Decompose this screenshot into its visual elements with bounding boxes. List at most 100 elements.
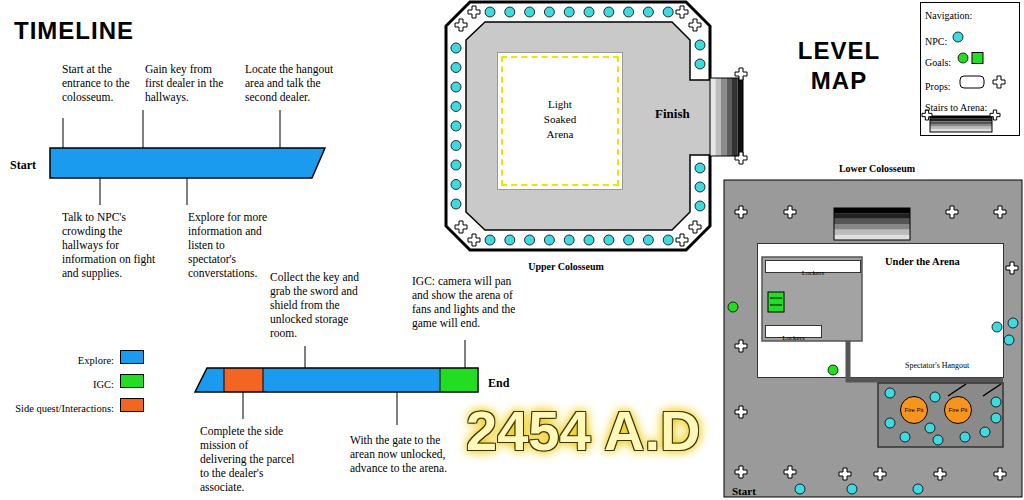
- legend-text: Stairs to Arena:: [925, 102, 987, 114]
- npc-marker: [505, 235, 515, 245]
- arena-stairs-step: [732, 78, 738, 156]
- npc-marker: [451, 199, 461, 209]
- room-label: Lockers: [802, 268, 825, 279]
- bar-end-label: End: [488, 376, 509, 391]
- npc-marker: [643, 7, 653, 17]
- arena-area: Light Soaked Arena: [497, 52, 623, 190]
- legend-text: Side quest/Interactions:: [15, 402, 114, 416]
- locker-room: [762, 257, 862, 341]
- prop-cross: [455, 19, 467, 31]
- npc-marker: [604, 235, 614, 245]
- npc-sample: [953, 32, 963, 42]
- npc-marker: [847, 484, 857, 494]
- prop-cross: [676, 234, 688, 246]
- npc-marker: [451, 63, 461, 73]
- text-slot: With the gate to the arean now unlocked,…: [350, 433, 462, 476]
- goal-detail: [770, 298, 782, 299]
- npc-marker: [451, 121, 461, 131]
- text-slot: LEVEL MAP: [790, 36, 888, 96]
- timeline-note: Start at the entrance to the colosseum.: [62, 62, 144, 104]
- bar-segment: [195, 368, 224, 392]
- arena-stairs-step: [834, 235, 910, 240]
- arena-stairs-outline: [834, 208, 910, 240]
- npc-marker: [564, 235, 574, 245]
- timeline-bar: Start: [10, 146, 328, 180]
- npc-marker: [991, 413, 1001, 423]
- timeline-note: Explore for more information and listen …: [188, 210, 272, 280]
- npc-marker: [485, 235, 495, 245]
- stairs-sample-step: [930, 121, 992, 124]
- prop-cross: [839, 468, 851, 480]
- text-slot: Locate the hangout area and talk the sec…: [245, 62, 341, 105]
- room-area: Under the ArenaSpectator's Hangout Locker…: [757, 243, 1004, 378]
- prop-cross: [934, 468, 946, 480]
- prop-cross: [735, 206, 747, 218]
- room-label: Fire Pit: [948, 397, 967, 423]
- prop-cross: [689, 19, 701, 31]
- area-label: Light Soaked Arena: [534, 97, 586, 142]
- prop-cross: [1006, 262, 1018, 274]
- text-slot: Props:: [925, 76, 985, 94]
- text-slot: Start at the entrance to the colosseum.: [62, 62, 144, 105]
- text-slot: End: [488, 373, 518, 391]
- stairs-sample-step: [930, 124, 992, 127]
- colosseum-map: Upper Colosseum Light Soaked Arena: [443, 0, 749, 275]
- prop-sample: [993, 76, 1005, 88]
- locker-box: Lockers: [765, 325, 822, 338]
- arena-stairs-step: [834, 208, 910, 213]
- prop-cross: [735, 466, 747, 478]
- stairs-sample-outline: [930, 116, 992, 132]
- map-label: Start: [732, 484, 756, 498]
- npc-marker: [624, 235, 634, 245]
- prop-cross: [784, 466, 796, 478]
- map-caption: Upper Colosseum: [528, 260, 604, 273]
- npc-marker: [643, 235, 653, 245]
- arena-stairs-step: [834, 219, 910, 224]
- leader-line: [397, 392, 398, 425]
- text-slot: IGC: camera will pan and show the arena …: [412, 274, 528, 331]
- stairs-sample-step: [930, 127, 992, 130]
- npc-marker: [451, 180, 461, 190]
- section-heading: LEVEL MAP: [790, 36, 888, 96]
- npc-marker: [451, 82, 461, 92]
- segment-divider: [224, 368, 225, 392]
- text-slot: Navigation:: [925, 5, 1015, 23]
- room-label: Lockers: [782, 333, 805, 344]
- legend-text: Explore:: [78, 354, 114, 368]
- text-slot: Under the Arena: [885, 251, 997, 269]
- timeline-note: Locate the hangout area and talk the sec…: [245, 62, 341, 104]
- leader-line: [305, 346, 306, 368]
- npc-marker: [930, 392, 940, 402]
- text-slot: Stairs to Arena:: [925, 97, 1015, 115]
- bar-segment: [440, 368, 478, 392]
- arena-stairs-step: [716, 78, 722, 156]
- npc-marker: [913, 484, 923, 494]
- text-slot: Lockers: [766, 261, 860, 272]
- text-slot: Fire Pit: [901, 397, 927, 423]
- colosseum-map: Lower ColosseumStartUnder the ArenaSpect…: [722, 156, 1023, 499]
- stairs-sample-step: [930, 119, 992, 122]
- legend-text: IGC:: [93, 378, 114, 392]
- prop-cross: [468, 6, 480, 18]
- leader-line: [243, 392, 244, 419]
- npc-marker: [451, 141, 461, 151]
- npc-marker: [1008, 318, 1018, 328]
- bar-segment: [224, 368, 263, 392]
- arena-stairs-step: [721, 78, 727, 156]
- npc-marker: [451, 160, 461, 170]
- area-label: Spectator's Hangout: [905, 361, 969, 371]
- leader-line: [100, 178, 101, 205]
- npc-marker: [925, 423, 935, 433]
- npc-marker: [485, 7, 495, 17]
- text-slot: IGC:: [4, 374, 114, 392]
- npc-marker: [900, 432, 910, 442]
- section-heading: TIMELINE: [14, 17, 134, 45]
- leader-line: [143, 110, 144, 148]
- arena-stairs-step: [834, 213, 910, 218]
- leader-line: [280, 110, 281, 148]
- legend-swatch: [120, 398, 144, 412]
- outer-wall: [446, 2, 710, 250]
- bar-segment: [263, 368, 440, 392]
- npc-marker: [980, 427, 990, 437]
